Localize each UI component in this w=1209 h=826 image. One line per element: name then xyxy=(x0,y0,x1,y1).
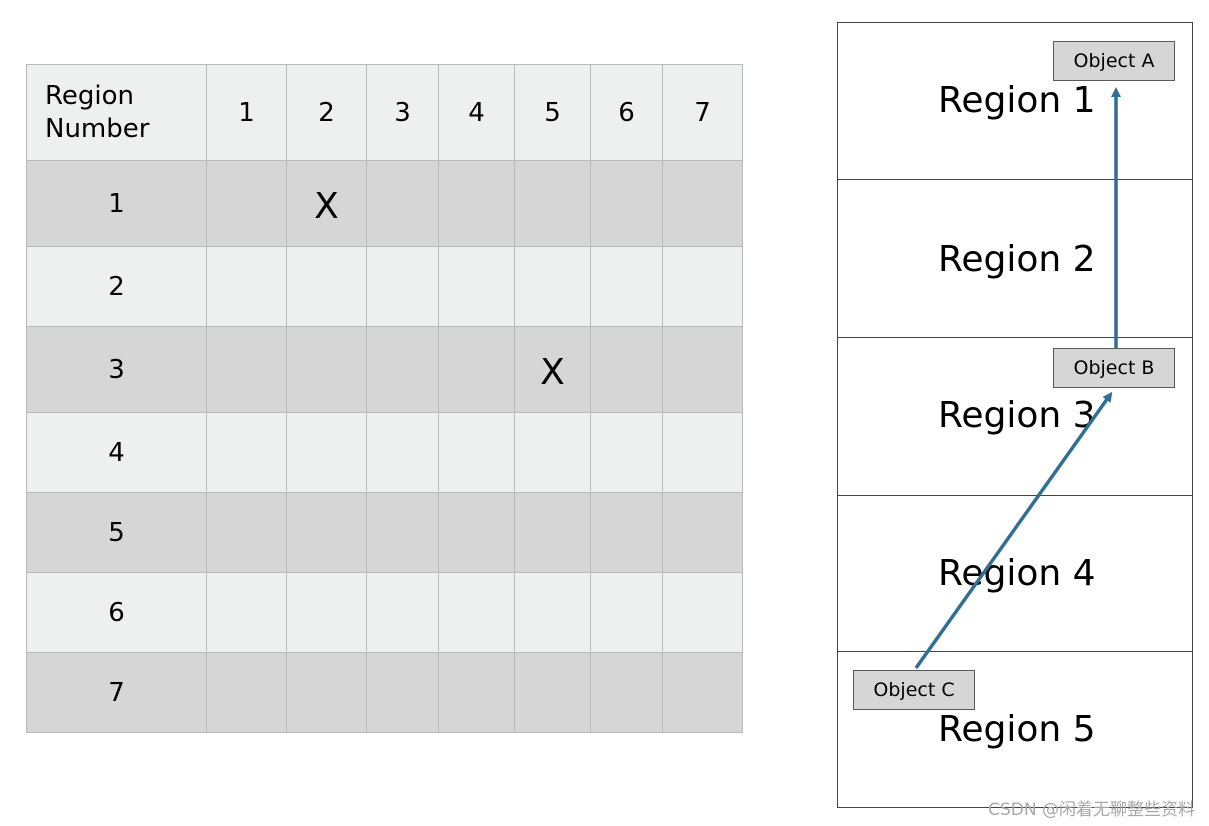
matrix-column-header: 2 xyxy=(286,64,367,161)
matrix-cell xyxy=(366,492,439,573)
matrix-cell xyxy=(206,492,287,573)
matrix-cell xyxy=(514,492,591,573)
matrix-cell xyxy=(438,572,515,653)
matrix-cell-mark: X xyxy=(286,160,367,247)
matrix-column-header: 5 xyxy=(514,64,591,161)
matrix-cell xyxy=(438,652,515,733)
matrix-cell xyxy=(590,652,663,733)
matrix-cell xyxy=(514,412,591,493)
object-a-box: Object A xyxy=(1053,41,1175,81)
watermark: CSDN @闲着无聊整些资料 xyxy=(988,800,1195,820)
region-5: Region 5 xyxy=(838,651,1192,807)
matrix-row: 4 xyxy=(26,412,743,493)
matrix-cell xyxy=(366,246,439,327)
region-4-label: Region 4 xyxy=(938,553,1096,594)
region-5-label: Region 5 xyxy=(938,709,1096,750)
region-stack: Region 1 Region 2 Region 3 Region 4 Regi… xyxy=(837,22,1193,808)
matrix-column-header: 4 xyxy=(438,64,515,161)
region-2: Region 2 xyxy=(838,179,1192,337)
region-3: Region 3 xyxy=(838,337,1192,495)
matrix-cell xyxy=(366,572,439,653)
matrix-cell xyxy=(438,160,515,247)
object-c-box: Object C xyxy=(853,670,975,710)
matrix-corner-label: Region Number xyxy=(26,64,207,161)
matrix-cell xyxy=(206,572,287,653)
matrix-cell xyxy=(286,326,367,413)
matrix-cell xyxy=(590,412,663,493)
matrix-row-label: 2 xyxy=(26,246,207,327)
matrix-row: 7 xyxy=(26,652,743,733)
matrix-cell xyxy=(366,412,439,493)
matrix-cell xyxy=(286,652,367,733)
matrix-cell xyxy=(438,492,515,573)
matrix-column-header: 6 xyxy=(590,64,663,161)
matrix-cell xyxy=(514,572,591,653)
region-4: Region 4 xyxy=(838,495,1192,651)
matrix-cell xyxy=(590,246,663,327)
matrix-cell xyxy=(662,652,743,733)
matrix-row-label: 4 xyxy=(26,412,207,493)
matrix-column-header: 7 xyxy=(662,64,743,161)
matrix-cell xyxy=(662,326,743,413)
object-b-box: Object B xyxy=(1053,348,1175,388)
region-1: Region 1 xyxy=(838,23,1192,179)
matrix-row-label: 1 xyxy=(26,160,207,247)
matrix-cell xyxy=(366,160,439,247)
matrix-cell xyxy=(286,572,367,653)
matrix-cell xyxy=(366,326,439,413)
matrix-row-label: 3 xyxy=(26,326,207,413)
matrix-cell xyxy=(514,160,591,247)
matrix-cell xyxy=(286,246,367,327)
matrix-cell xyxy=(590,572,663,653)
matrix-cell xyxy=(438,246,515,327)
matrix-row-label: 7 xyxy=(26,652,207,733)
matrix-cell xyxy=(590,160,663,247)
matrix-cell xyxy=(662,492,743,573)
matrix-cell xyxy=(662,160,743,247)
matrix-cell xyxy=(366,652,439,733)
region-3-label: Region 3 xyxy=(938,395,1096,436)
matrix-row: 6 xyxy=(26,572,743,653)
matrix-cell xyxy=(662,412,743,493)
arrow-c-to-b xyxy=(914,391,1113,670)
matrix-cell xyxy=(206,326,287,413)
matrix-cell xyxy=(662,572,743,653)
matrix-cell xyxy=(662,246,743,327)
matrix-cell xyxy=(206,652,287,733)
matrix-row-label: 5 xyxy=(26,492,207,573)
matrix-cell xyxy=(438,326,515,413)
matrix-cell xyxy=(206,246,287,327)
matrix-column-header: 1 xyxy=(206,64,287,161)
matrix-cell xyxy=(590,492,663,573)
region-2-label: Region 2 xyxy=(938,239,1096,280)
matrix-cell xyxy=(590,326,663,413)
matrix-cell xyxy=(286,412,367,493)
matrix-row: 5 xyxy=(26,492,743,573)
matrix-cell xyxy=(514,246,591,327)
matrix-cell xyxy=(206,412,287,493)
matrix-cell xyxy=(514,652,591,733)
matrix-row: 2 xyxy=(26,246,743,327)
matrix-column-header: 3 xyxy=(366,64,439,161)
flow-arrows xyxy=(914,87,1121,670)
matrix-cell xyxy=(286,492,367,573)
matrix-cell xyxy=(206,160,287,247)
matrix-cell-mark: X xyxy=(514,326,591,413)
matrix-cell xyxy=(438,412,515,493)
matrix-row-label: 6 xyxy=(26,572,207,653)
region-1-label: Region 1 xyxy=(938,80,1096,121)
